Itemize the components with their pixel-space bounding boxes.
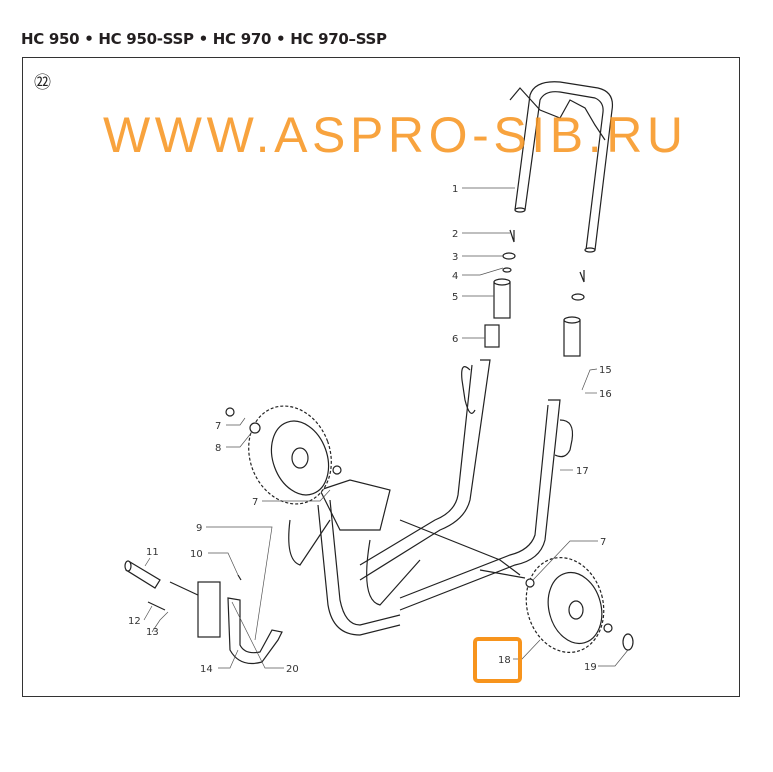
part-labels: 1 2 3 4 5 6 7 8 7 9 10 11 12 13 14 20 15… <box>128 184 612 675</box>
part-label: 7 <box>600 537 606 548</box>
part-label: 8 <box>215 443 221 454</box>
left-wheel <box>225 405 342 505</box>
part-label: 2 <box>452 229 458 240</box>
part-label: 9 <box>196 523 202 534</box>
part-label: 3 <box>452 252 458 263</box>
part-label: 5 <box>452 292 458 303</box>
part-label: 11 <box>146 547 159 558</box>
part-label: 12 <box>128 616 141 627</box>
part-label: 14 <box>200 664 213 675</box>
right-wheel <box>479 557 634 653</box>
leader-lines <box>143 187 629 669</box>
page-title: HC 950 • HC 950-SSP • HC 970 • HC 970–SS… <box>21 30 387 48</box>
part-label: 1 <box>452 184 458 195</box>
part-label: 16 <box>599 389 612 400</box>
part-label-highlighted: 18 <box>498 655 511 666</box>
part-label: 7 <box>252 497 258 508</box>
tow-bracket-parts <box>124 560 283 665</box>
highlight-box <box>473 637 522 683</box>
part-label: 13 <box>146 627 159 638</box>
part-label: 15 <box>599 365 612 376</box>
diagram-frame <box>22 57 740 697</box>
frame-part <box>288 359 574 636</box>
part-label: 20 <box>286 664 299 675</box>
handle-part <box>509 81 614 253</box>
small-parts <box>484 229 585 357</box>
part-label: 10 <box>190 549 203 560</box>
figure-number: ㉒ <box>34 73 51 93</box>
part-label: 17 <box>576 466 589 477</box>
part-label: 19 <box>584 662 597 673</box>
part-label: 7 <box>215 421 221 432</box>
part-label: 6 <box>452 334 458 345</box>
part-label: 4 <box>452 271 458 282</box>
watermark: WWW.ASPRO-SIB.RU <box>103 107 683 163</box>
